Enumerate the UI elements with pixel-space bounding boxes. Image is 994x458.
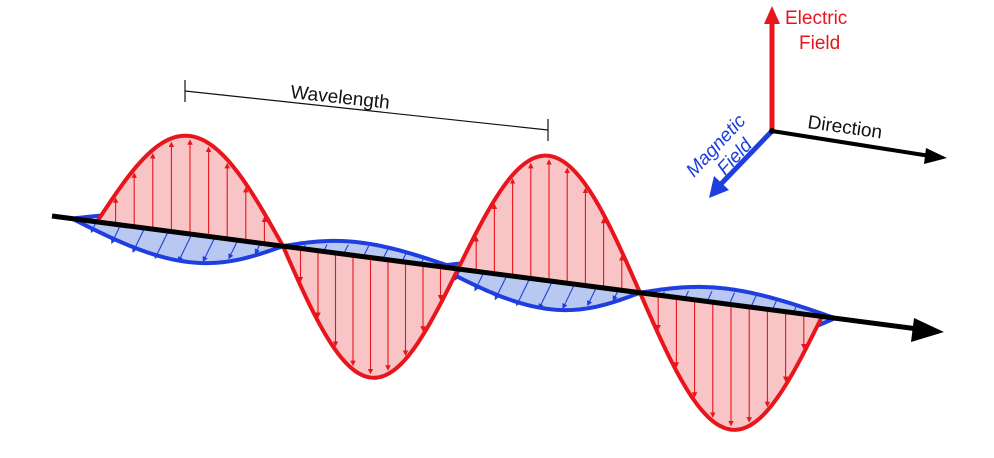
wavelength-bracket <box>184 80 549 141</box>
electric-lobe-outline <box>281 245 460 380</box>
electric-lobe <box>456 153 642 294</box>
wavelength-label: Wavelength <box>289 82 390 114</box>
magnetic-field-axis-arrow <box>718 129 774 187</box>
electric-field-wave <box>95 133 824 432</box>
propagation-axis <box>51 213 944 342</box>
electric-lobe-outline <box>456 153 642 294</box>
direction-arrowhead <box>924 148 947 164</box>
electric-field-label-line1: Electric <box>785 8 847 29</box>
electric-field-arrowhead <box>764 6 780 24</box>
electric-lobe <box>281 245 460 380</box>
electric-lobe-outline <box>95 133 285 248</box>
electric-lobe <box>638 291 824 432</box>
electric-field-label-line2: Field <box>799 33 840 54</box>
electric-lobe <box>95 133 285 248</box>
axes-legend <box>709 6 947 198</box>
direction-axis-arrow <box>771 129 931 158</box>
magnetic-field-arrowhead <box>709 176 729 198</box>
electric-lobe-outline <box>638 291 824 432</box>
